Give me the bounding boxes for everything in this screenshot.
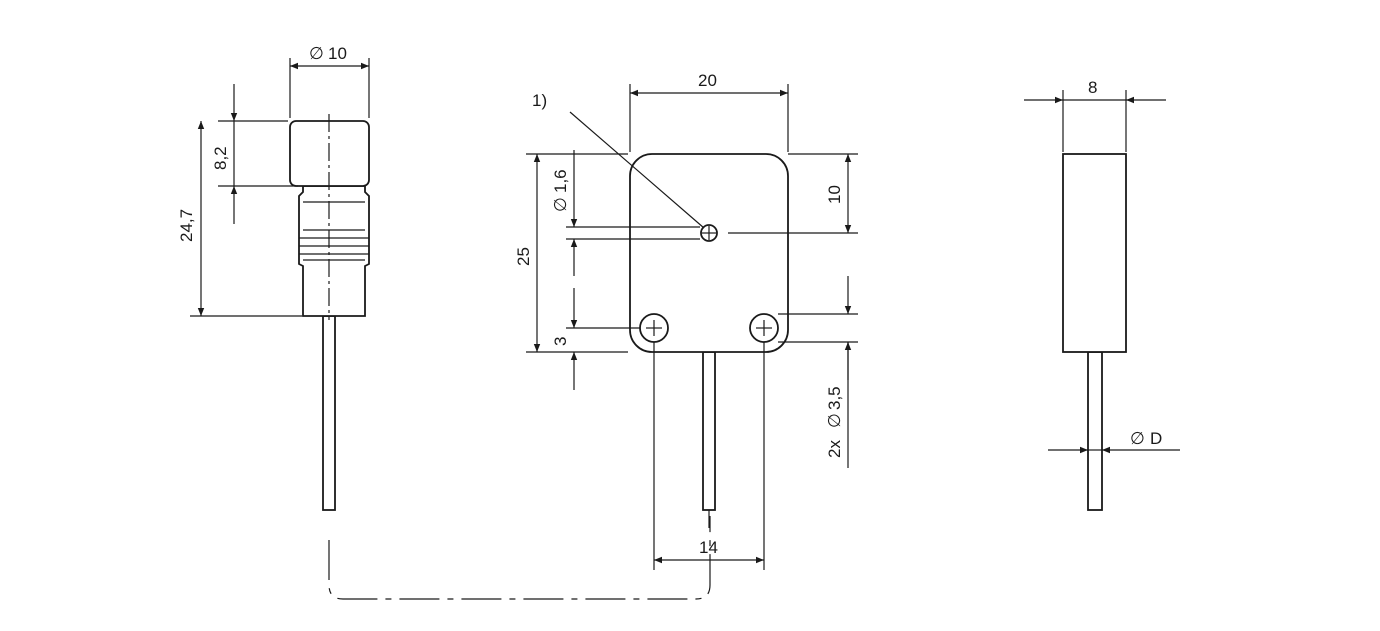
front-cable [702, 351, 716, 511]
front-housing [629, 153, 789, 353]
left-diameter-label: 10 [328, 44, 347, 63]
left-height-top-label: 8,2 [211, 146, 230, 170]
mount-holes-count-label: 2x [825, 440, 844, 458]
front-top-offset-label: 10 [825, 185, 844, 204]
side-thickness-label: 8 [1088, 78, 1097, 97]
sensing-hole-diameter-label: 1,6 [551, 169, 570, 193]
cable-diameter-label: D [1150, 429, 1162, 448]
left-view-connector: ∅ 10 8,2 24,7 [177, 44, 370, 511]
sensing-hole [700, 224, 718, 242]
sensing-hole-diameter-symbol: ∅ [551, 197, 570, 212]
front-height-label: 25 [514, 247, 533, 266]
front-view: 1) 20 10 2x ∅ 3,5 ∅ 1,6 25 [514, 71, 858, 570]
front-bottom-offset-label: 3 [551, 337, 570, 346]
pin-spacing-label: 14 [699, 538, 718, 557]
mount-hole-diameter-symbol: ∅ [825, 413, 844, 428]
front-width-label: 20 [698, 71, 717, 90]
left-height-total-label: 24,7 [177, 209, 196, 242]
cable-connection-line [328, 516, 711, 600]
side-cable [1087, 351, 1103, 511]
left-connector-lower-body [298, 185, 370, 317]
mount-hole-diameter-label: 3,5 [825, 386, 844, 410]
note-label: 1) [532, 91, 547, 110]
cable-diameter-symbol: ∅ [1130, 429, 1145, 448]
left-diameter-symbol: ∅ [309, 44, 324, 63]
side-housing [1062, 153, 1127, 353]
left-cable [322, 315, 336, 511]
side-view: 8 ∅ D [1024, 78, 1180, 511]
